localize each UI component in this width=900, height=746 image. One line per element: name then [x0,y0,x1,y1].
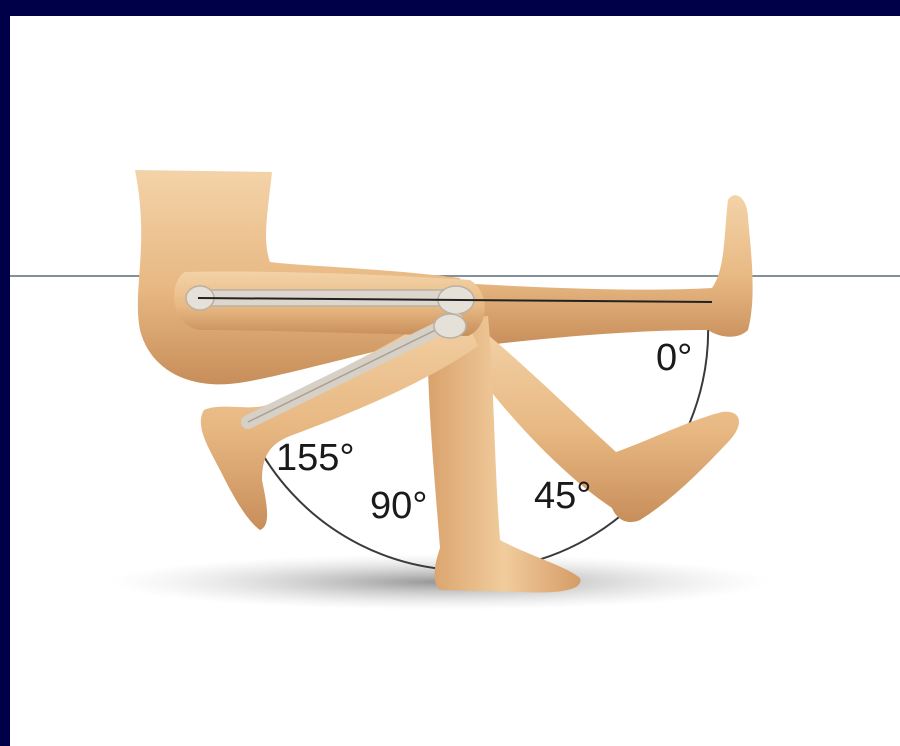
angle-label-90: 90° [370,485,427,527]
angle-label-155: 155° [276,437,355,479]
leg-flexed-45-degrees [470,320,739,522]
angle-label-0: 0° [656,337,692,379]
angle-label-45: 45° [534,475,591,517]
